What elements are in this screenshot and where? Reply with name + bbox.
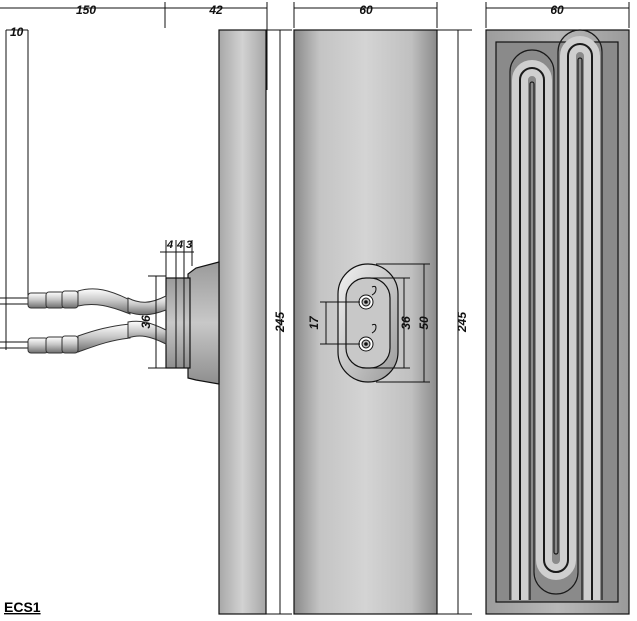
side-height-dimension-group: 245 — [266, 29, 292, 615]
upper-lead — [27, 288, 167, 316]
terminal-offset-dimension: 17 — [307, 315, 321, 330]
lead-length-dimension: 150 — [76, 3, 96, 17]
front-view: 17 36 50 — [293, 29, 438, 615]
boss-height-dimension: 50 — [417, 316, 431, 330]
terminal-socket — [187, 261, 220, 385]
lead-end-dimension: 10 — [5, 25, 29, 350]
model-label: ECS1 — [4, 599, 41, 615]
side-height-dimension: 245 — [273, 312, 287, 333]
side-body — [218, 29, 267, 615]
top-dimensions: 150 42 60 60 — [0, 2, 630, 90]
flange-a-dimension: 4 — [166, 239, 173, 251]
terminal-upper — [358, 294, 374, 310]
side-depth-dimension: 42 — [208, 3, 223, 17]
flange-c-dimension: 3 — [186, 239, 192, 251]
lead-wires: 36 — [0, 275, 167, 369]
lead-spacing-dimension: 36 — [139, 315, 153, 329]
rear-view — [485, 29, 630, 615]
socket-plate — [165, 277, 191, 369]
front-width-dimension: 60 — [359, 3, 373, 17]
front-height-dimension-group: 245 — [437, 29, 472, 615]
terminal-spacing-dimension: 36 — [399, 316, 413, 330]
terminal-boss-inner — [345, 277, 391, 369]
terminal-lower — [358, 336, 374, 352]
rear-width-dimension: 60 — [550, 3, 564, 17]
lead-end-strip-dimension: 10 — [10, 25, 24, 39]
flange-b-dimension: 4 — [176, 239, 183, 251]
front-height-dimension: 245 — [455, 312, 469, 333]
side-view: 4 4 3 — [160, 29, 267, 615]
